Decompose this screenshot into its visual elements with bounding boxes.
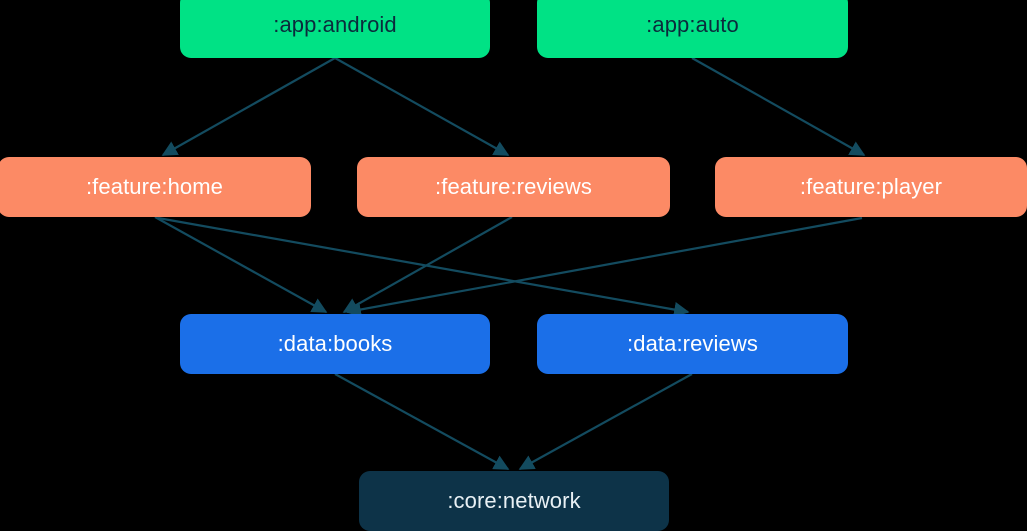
- node-app-android[interactable]: :app:android: [180, 0, 490, 58]
- edge-app-auto-to-feature-player: [691, 57, 866, 156]
- node-label: :feature:home: [85, 174, 224, 199]
- edge-data-reviews-to-core-network: [518, 373, 693, 470]
- node-label: :core:network: [447, 488, 581, 513]
- node-label: :app:auto: [646, 12, 739, 37]
- node-label: :app:android: [273, 12, 397, 37]
- edge-feature-player-to-data-books: [345, 216, 863, 318]
- node-data-reviews[interactable]: :data:reviews: [537, 314, 848, 374]
- node-label: :data:reviews: [627, 331, 758, 356]
- edge-app-android-to-feature-reviews: [334, 57, 510, 156]
- edge-feature-reviews-to-data-books: [342, 216, 513, 313]
- edge-data-books-to-core-network: [334, 373, 510, 470]
- node-feature-reviews[interactable]: :feature:reviews: [357, 157, 670, 217]
- edge-feature-home-to-data-books: [154, 216, 328, 313]
- node-app-auto[interactable]: :app:auto: [537, 0, 848, 58]
- node-feature-player[interactable]: :feature:player: [715, 157, 1027, 217]
- edge-feature-home-to-data-reviews: [157, 216, 690, 318]
- node-core-network[interactable]: :core:network: [359, 471, 669, 531]
- edges-group: [154, 57, 866, 470]
- node-label: :feature:reviews: [435, 174, 592, 199]
- node-label: :feature:player: [799, 174, 943, 199]
- node-label: :data:books: [277, 331, 393, 356]
- node-data-books[interactable]: :data:books: [180, 314, 490, 374]
- node-feature-home[interactable]: :feature:home: [0, 157, 311, 217]
- edge-app-android-to-feature-home: [161, 57, 336, 156]
